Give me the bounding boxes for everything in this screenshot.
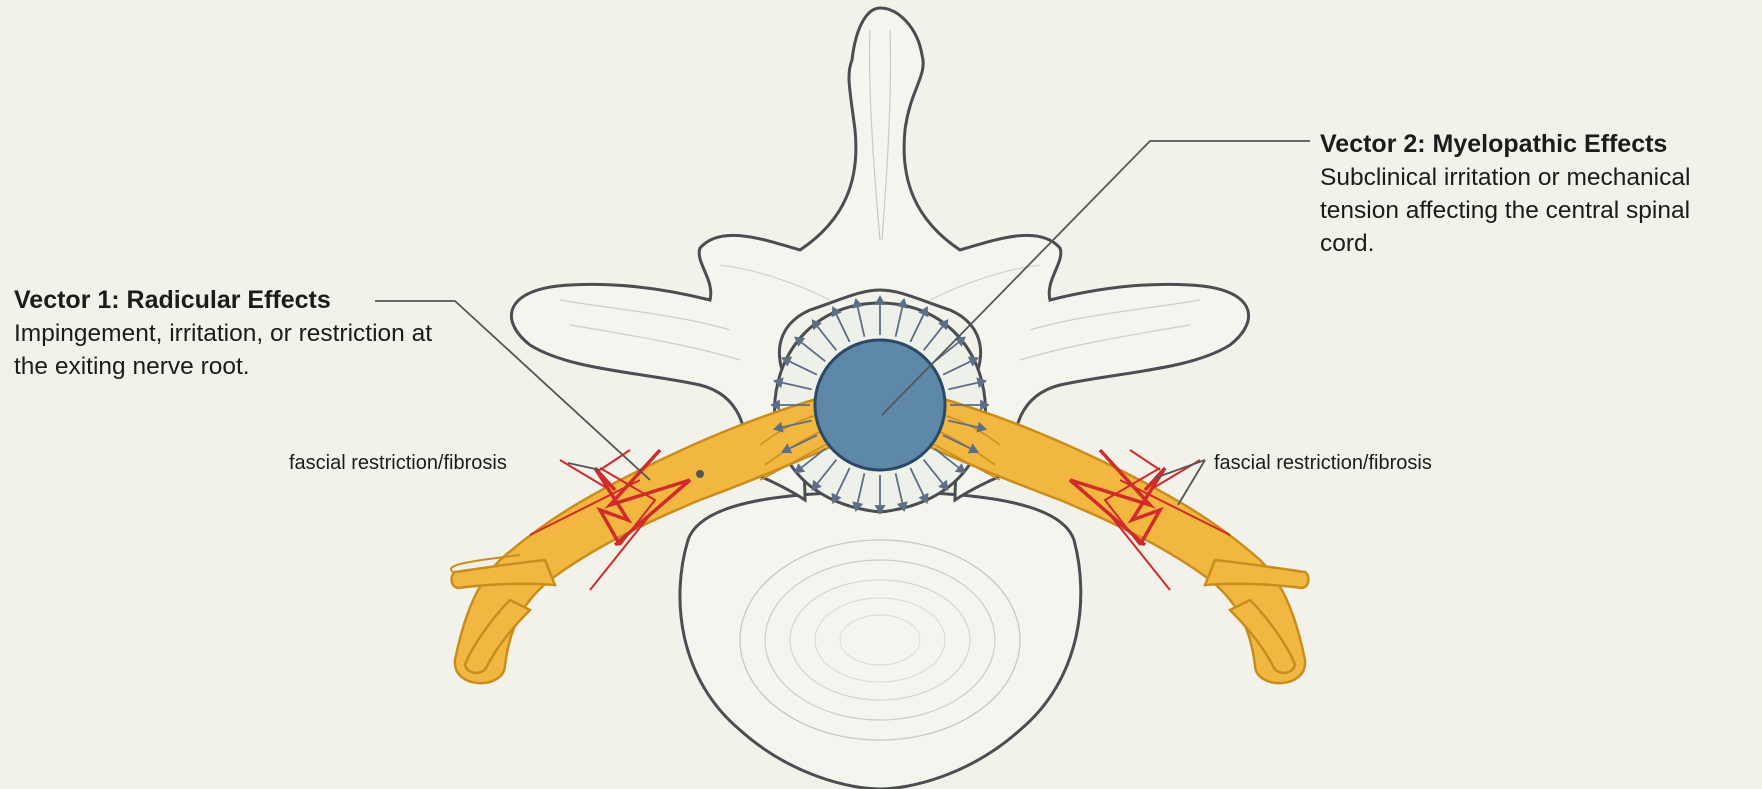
- callout-radicular-title: Vector 1: Radicular Effects: [14, 284, 454, 317]
- leader-dot: [696, 470, 704, 478]
- leader-fascial-left: [568, 463, 600, 470]
- callout-myelopathic: Vector 2: Myelopathic Effects Subclinica…: [1320, 128, 1750, 260]
- label-fascial-left: fascial restriction/fibrosis: [289, 451, 507, 475]
- vertebral-body: [680, 492, 1081, 789]
- callout-myelopathic-title: Vector 2: Myelopathic Effects: [1320, 128, 1750, 161]
- callout-radicular: Vector 1: Radicular Effects Impingement,…: [14, 284, 454, 383]
- pressure-arrowhead: [876, 297, 884, 304]
- pressure-arrowhead: [854, 300, 862, 308]
- callout-radicular-body: Impingement, irritation, or restriction …: [14, 317, 454, 383]
- pressure-arrowhead: [899, 300, 907, 308]
- spinal-cord: [815, 340, 945, 470]
- leader-fascial-right-b: [1178, 460, 1205, 505]
- label-fascial-right: fascial restriction/fibrosis: [1214, 451, 1432, 475]
- callout-myelopathic-body: Subclinical irritation or mechanical ten…: [1320, 161, 1750, 260]
